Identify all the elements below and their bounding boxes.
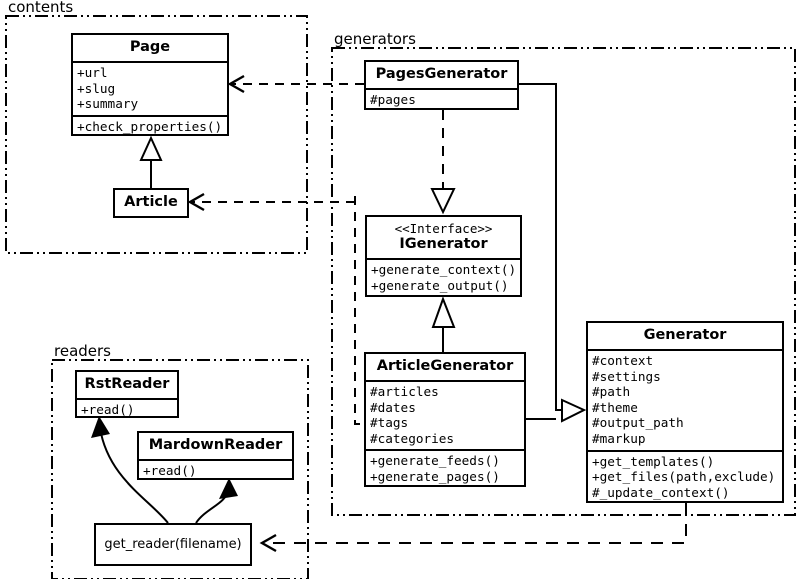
class-operation-item: +check_properties() [77, 118, 223, 134]
class-header-mardown-reader: MardownReader [139, 433, 292, 459]
arrowhead-hollow-triangle-page [139, 135, 163, 161]
class-name-igenerator: IGenerator [399, 236, 488, 252]
class-operations-mardown-reader: +read() [139, 461, 292, 482]
class-box-article[interactable]: Article [113, 188, 189, 218]
wire-pagesgenerator-inherits-generator [519, 83, 578, 411]
class-operation-item: +generate_feeds() [370, 453, 500, 469]
class-attribute-item: +slug [77, 80, 116, 96]
class-attribute-item: +summary [77, 96, 139, 112]
class-compartment-divider [367, 258, 520, 260]
package-label-contents: contents [6, 0, 76, 16]
arrowhead-hollow-triangle-igenerator-top [430, 188, 456, 215]
class-operation-item: +read() [143, 463, 197, 478]
class-compartment-divider [588, 449, 782, 452]
class-name-pages-generator: PagesGenerator [375, 66, 508, 82]
class-operation-item: +get_files(path,exclude) [592, 469, 776, 485]
class-name-article: Article [124, 194, 178, 210]
class-header-generator: Generator [588, 323, 782, 349]
class-attribute-item: #categories [370, 430, 455, 446]
class-box-page[interactable]: Page +url+slug+summary +check_properties() [71, 33, 229, 136]
class-header-igenerator: <<Interface>>IGenerator [367, 217, 520, 258]
package-label-readers: readers [52, 342, 113, 360]
class-name-mardown-reader: MardownReader [148, 437, 283, 453]
class-operation-item: +read() [81, 402, 135, 417]
class-compartment-divider [588, 349, 782, 351]
class-attribute-item: #theme [592, 399, 638, 415]
class-name-rst-reader: RstReader [84, 376, 170, 392]
class-attribute-item: #output_path [592, 415, 684, 431]
class-compartment-divider [73, 61, 227, 63]
class-name-article-generator: ArticleGenerator [376, 358, 514, 374]
function-box-label: get_reader(filename) [104, 537, 242, 552]
class-attribute-item: #settings [592, 368, 661, 384]
class-operations-generator: +get_templates()+get_files(path,exclude)… [588, 452, 782, 504]
class-header-rst-reader: RstReader [77, 372, 177, 398]
arrowhead-open-v-page [227, 74, 245, 94]
class-operation-item: +generate_pages() [370, 468, 500, 484]
class-box-rst-reader[interactable]: RstReader +read() [75, 370, 179, 418]
class-header-page: Page [73, 35, 227, 61]
class-compartment-divider [366, 88, 517, 90]
class-compartment-divider [139, 459, 292, 461]
arrowhead-open-v-getreader [259, 533, 277, 553]
arrowhead-hollow-triangle-generator [561, 398, 587, 423]
class-attribute-item: #articles [370, 384, 439, 399]
arrowhead-hollow-triangle-igenerator-bottom [431, 296, 456, 328]
class-stereotype-igenerator: <<Interface>> [394, 221, 493, 236]
wire-getreader-to-mardownreader [195, 489, 229, 524]
class-operation-item: #_update_context() [592, 484, 730, 500]
class-attribute-item: +url [77, 65, 108, 80]
class-compartment-divider [366, 449, 524, 452]
class-box-pages-generator[interactable]: PagesGenerator #pages [364, 60, 519, 110]
class-attributes-page: +url+slug+summary [73, 63, 227, 115]
class-attribute-item: #markup [592, 430, 646, 446]
class-compartment-divider [73, 114, 227, 117]
class-attribute-item: #tags [370, 415, 409, 431]
wire-articlegenerator-riser [354, 196, 364, 425]
class-box-mardown-reader[interactable]: MardownReader +read() [137, 431, 294, 480]
class-header-pages-generator: PagesGenerator [366, 62, 517, 88]
class-compartment-divider [77, 398, 177, 400]
class-attribute-item: #dates [370, 399, 416, 415]
class-name-generator: Generator [643, 327, 727, 343]
class-box-generator[interactable]: Generator #context#settings#path#theme#ou… [586, 321, 784, 503]
wire-generator-to-getreader [264, 503, 687, 544]
class-operations-page: +check_properties() [73, 117, 227, 138]
class-attributes-generator: #context#settings#path#theme#output_path… [588, 351, 782, 450]
package-label-generators: generators [332, 30, 418, 48]
class-attribute-item: #pages [370, 92, 416, 107]
class-attributes-article-generator: #articles#dates#tags#categories [366, 382, 524, 449]
class-name-page: Page [129, 39, 171, 55]
class-box-igenerator[interactable]: <<Interface>>IGenerator+generate_context… [365, 215, 522, 297]
class-operations-rst-reader: +read() [77, 400, 177, 421]
class-operation-item: +get_templates() [592, 453, 715, 469]
class-box-article-generator[interactable]: ArticleGenerator #articles#dates#tags#cat… [364, 352, 526, 487]
function-box-get-reader[interactable]: get_reader(filename) [94, 523, 252, 566]
class-compartment-divider [366, 380, 524, 382]
class-operations-article-generator: +generate_feeds()+generate_pages() [366, 451, 524, 487]
arrowhead-open-v-article [187, 192, 205, 212]
class-header-article-generator: ArticleGenerator [366, 354, 524, 380]
class-attribute-item: #context [592, 353, 654, 368]
class-attribute-item: #path [592, 384, 631, 400]
class-operation-item: +generate_context() [371, 262, 517, 277]
class-attributes-pages-generator: #pages [366, 90, 517, 111]
class-header-article: Article [115, 190, 187, 216]
class-operation-item: +generate_output() [371, 277, 509, 293]
class-operations-igenerator: +generate_context()+generate_output() [367, 260, 520, 296]
